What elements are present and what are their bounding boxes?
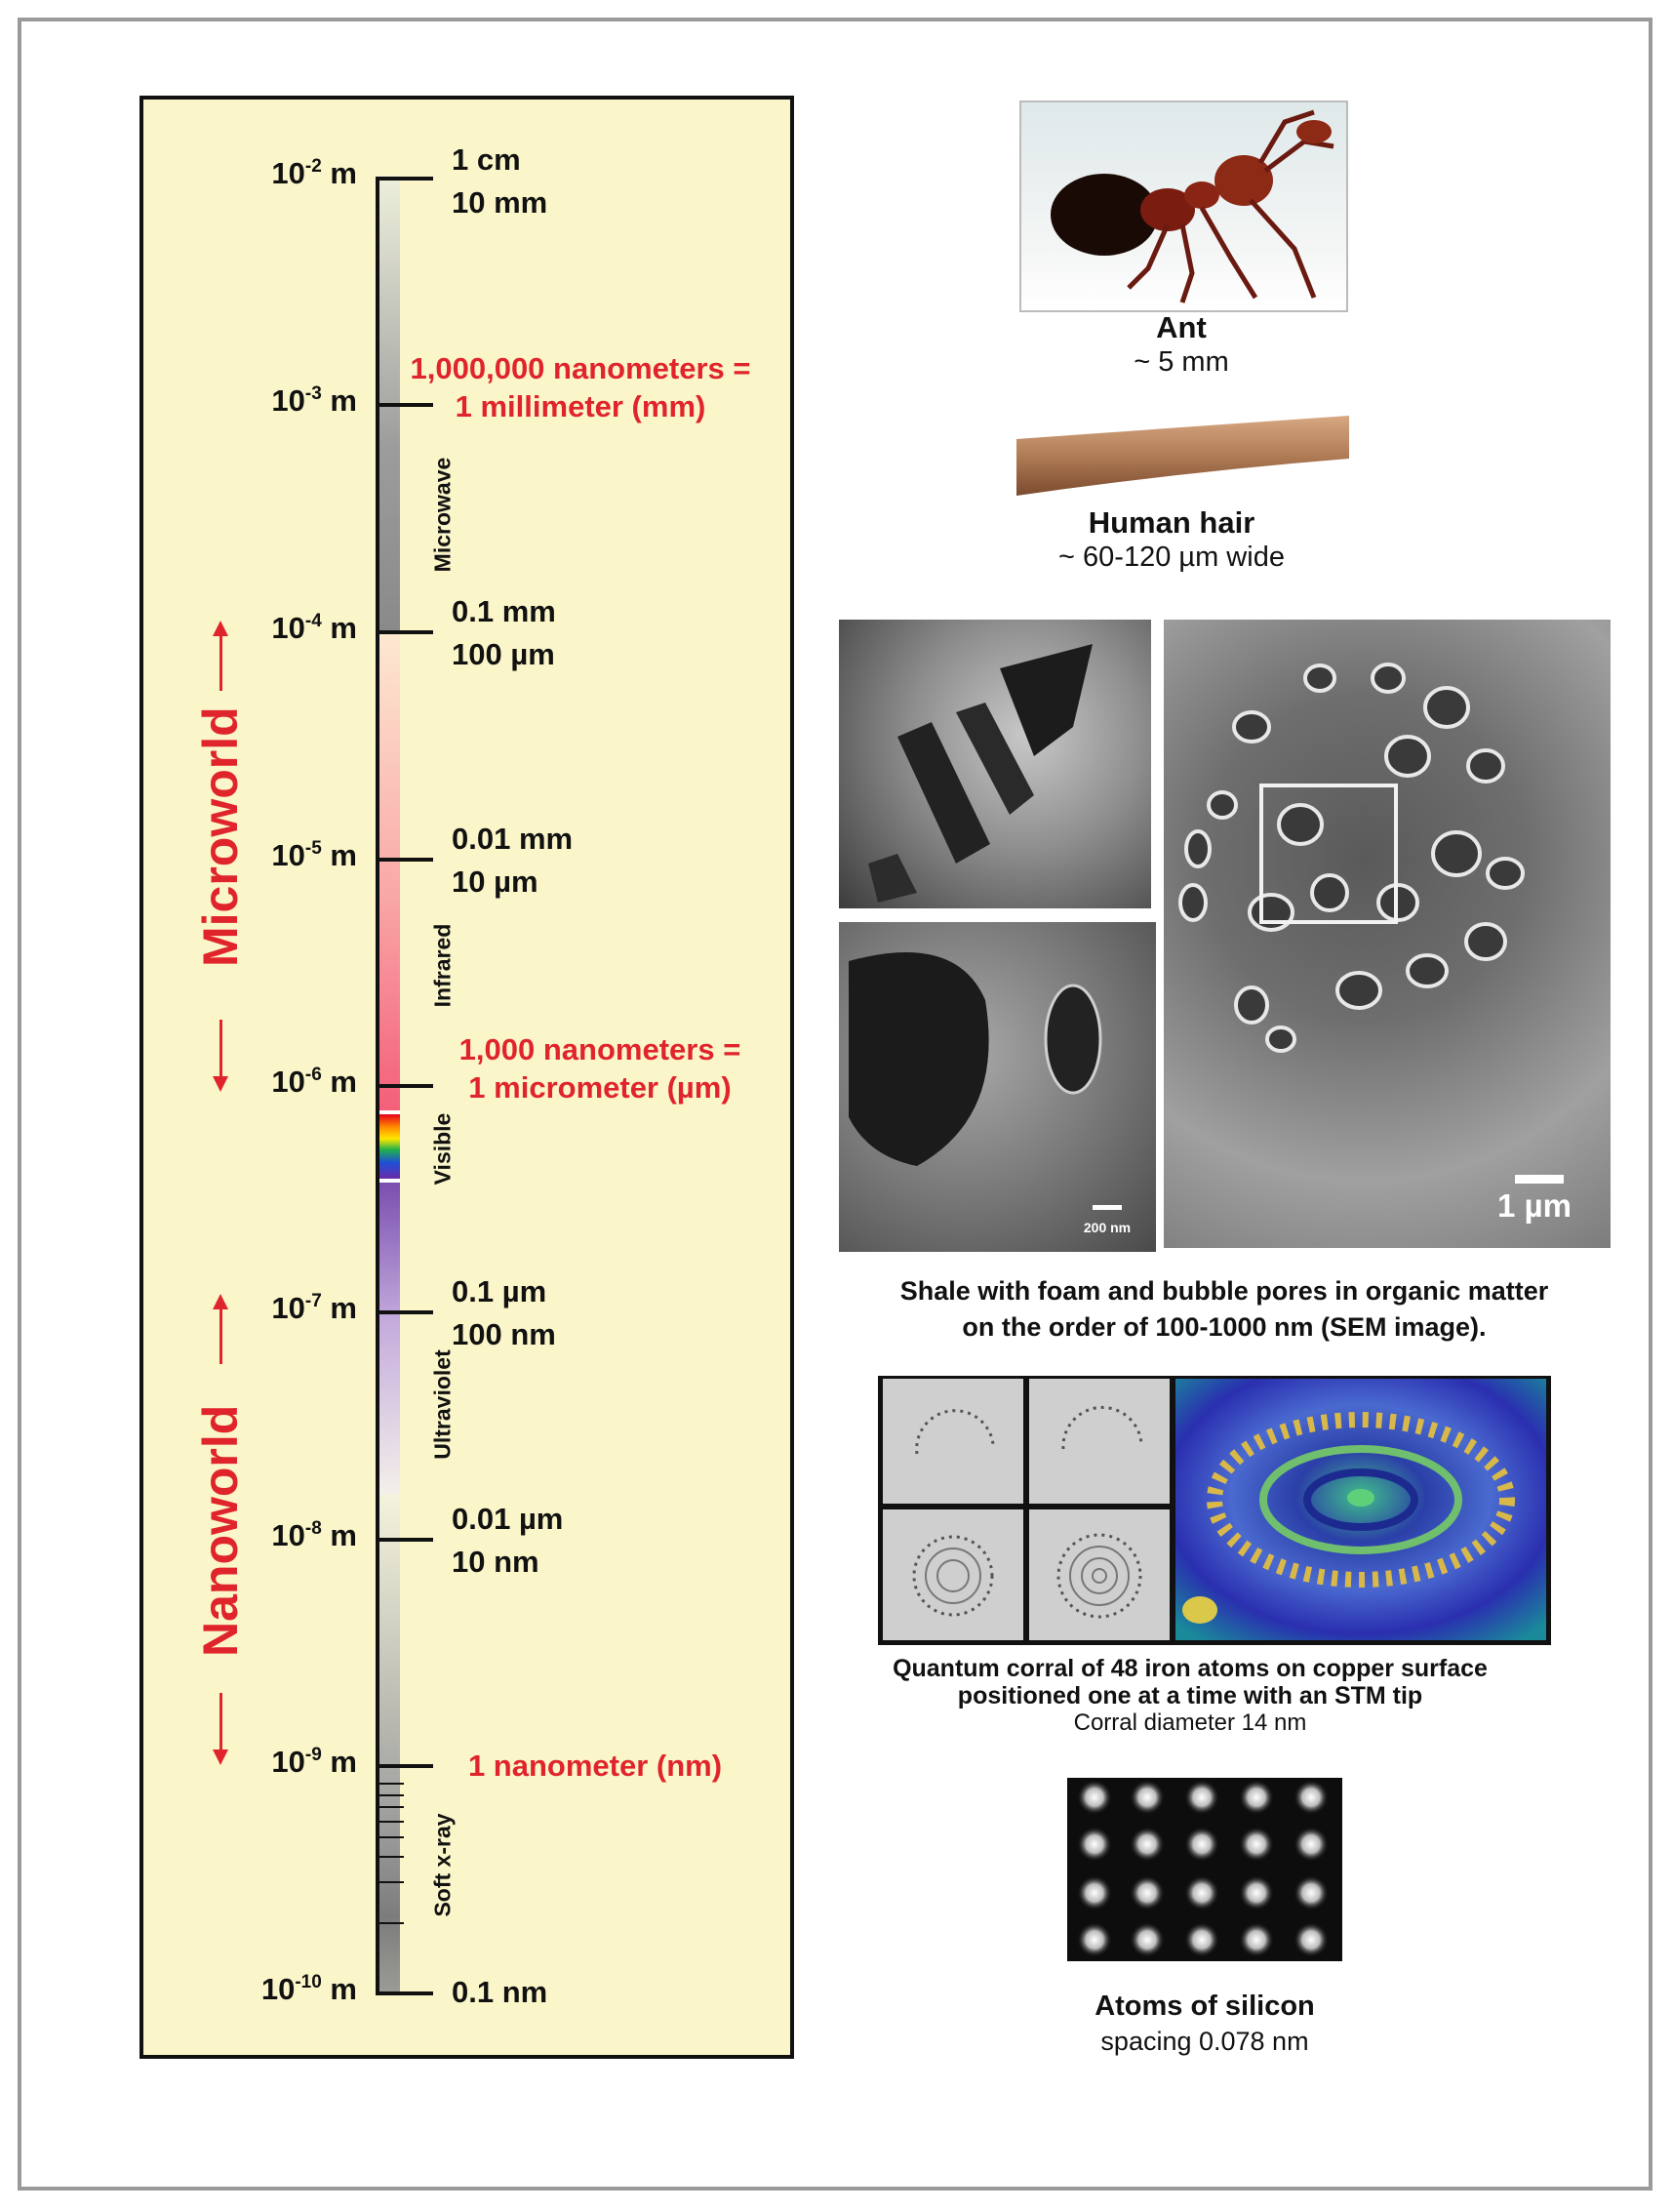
microworld-arrow-up bbox=[219, 634, 222, 691]
tick-label-1e-8: 10-8 m bbox=[271, 1518, 357, 1552]
tick-label-1e-2: 10-2 m bbox=[271, 156, 357, 190]
band-soft-xray: Soft x-ray bbox=[429, 1813, 456, 1917]
note-nanometer: 1 nanometer (nm) bbox=[467, 1749, 723, 1783]
scale-axis bbox=[376, 177, 433, 1995]
nanoworld-arrowhead-up bbox=[213, 1294, 228, 1309]
band-infrared: Infrared bbox=[429, 923, 456, 1008]
nanoworld-label: Nanoworld bbox=[193, 1404, 248, 1657]
note-millimeter: 1,000,000 nanometers = 1 millimeter (mm) bbox=[410, 351, 751, 423]
silicon-atoms-image bbox=[1067, 1778, 1342, 1961]
scale-panel bbox=[139, 96, 794, 2059]
ant-icon bbox=[1051, 109, 1334, 303]
band-microwave: Microwave bbox=[429, 457, 456, 573]
band-ultraviolet: Ultraviolet bbox=[429, 1349, 456, 1460]
band-visible: Visible bbox=[429, 1112, 456, 1186]
sem-image-bottom-left: 200 nm bbox=[839, 922, 1156, 1252]
sem-image-top-left bbox=[839, 620, 1151, 908]
tick-label-1e-10: 10-10 m bbox=[260, 1972, 357, 2006]
silicon-title: Atoms of silicon bbox=[1095, 1991, 1315, 2022]
silicon-size: spacing 0.078 nm bbox=[1100, 2027, 1309, 2056]
hair-title: Human hair bbox=[1088, 505, 1255, 540]
microworld-arrowhead-down bbox=[213, 1076, 228, 1092]
tick-label-1e-3: 10-3 m bbox=[271, 383, 357, 418]
nanoworld-arrow-up bbox=[219, 1307, 222, 1364]
corral-caption: Quantum corral of 48 iron atoms on coppe… bbox=[893, 1655, 1488, 1709]
scalebar-large-label: 1 µm bbox=[1497, 1187, 1572, 1224]
tick-label-1e-4: 10-4 m bbox=[271, 611, 357, 645]
nanoworld-arrow-down bbox=[219, 1693, 222, 1749]
unit-label-0-1nm: 0.1 nm bbox=[452, 1975, 548, 2009]
ant-size: ~ 5 mm bbox=[1134, 346, 1229, 378]
tick-label-1e-5: 10-5 m bbox=[271, 838, 357, 872]
tick-label-1e-9: 10-9 m bbox=[271, 1745, 357, 1779]
microworld-arrow-down bbox=[219, 1020, 222, 1076]
scalebar-small-label: 200 nm bbox=[1084, 1220, 1131, 1235]
shale-caption: Shale with foam and bubble pores in orga… bbox=[899, 1276, 1549, 1342]
tick-label-1e-7: 10-7 m bbox=[271, 1291, 357, 1325]
ant-title: Ant bbox=[1156, 310, 1207, 344]
note-micrometer: 1,000 nanometers = 1 micrometer (µm) bbox=[458, 1032, 741, 1105]
hair-image bbox=[1016, 416, 1349, 496]
microworld-label: Microworld bbox=[193, 706, 248, 967]
ant-image bbox=[1019, 101, 1348, 312]
hair-size: ~ 60-120 µm wide bbox=[1058, 542, 1285, 573]
tick-label-1e-6: 10-6 m bbox=[271, 1065, 357, 1099]
quantum-corral-image bbox=[878, 1376, 1551, 1645]
sem-image-large: 1 µm bbox=[1164, 620, 1611, 1248]
nanoworld-arrowhead-down bbox=[213, 1749, 228, 1765]
corral-diameter: Corral diameter 14 nm bbox=[1073, 1709, 1307, 1736]
microworld-arrowhead-up bbox=[213, 621, 228, 636]
